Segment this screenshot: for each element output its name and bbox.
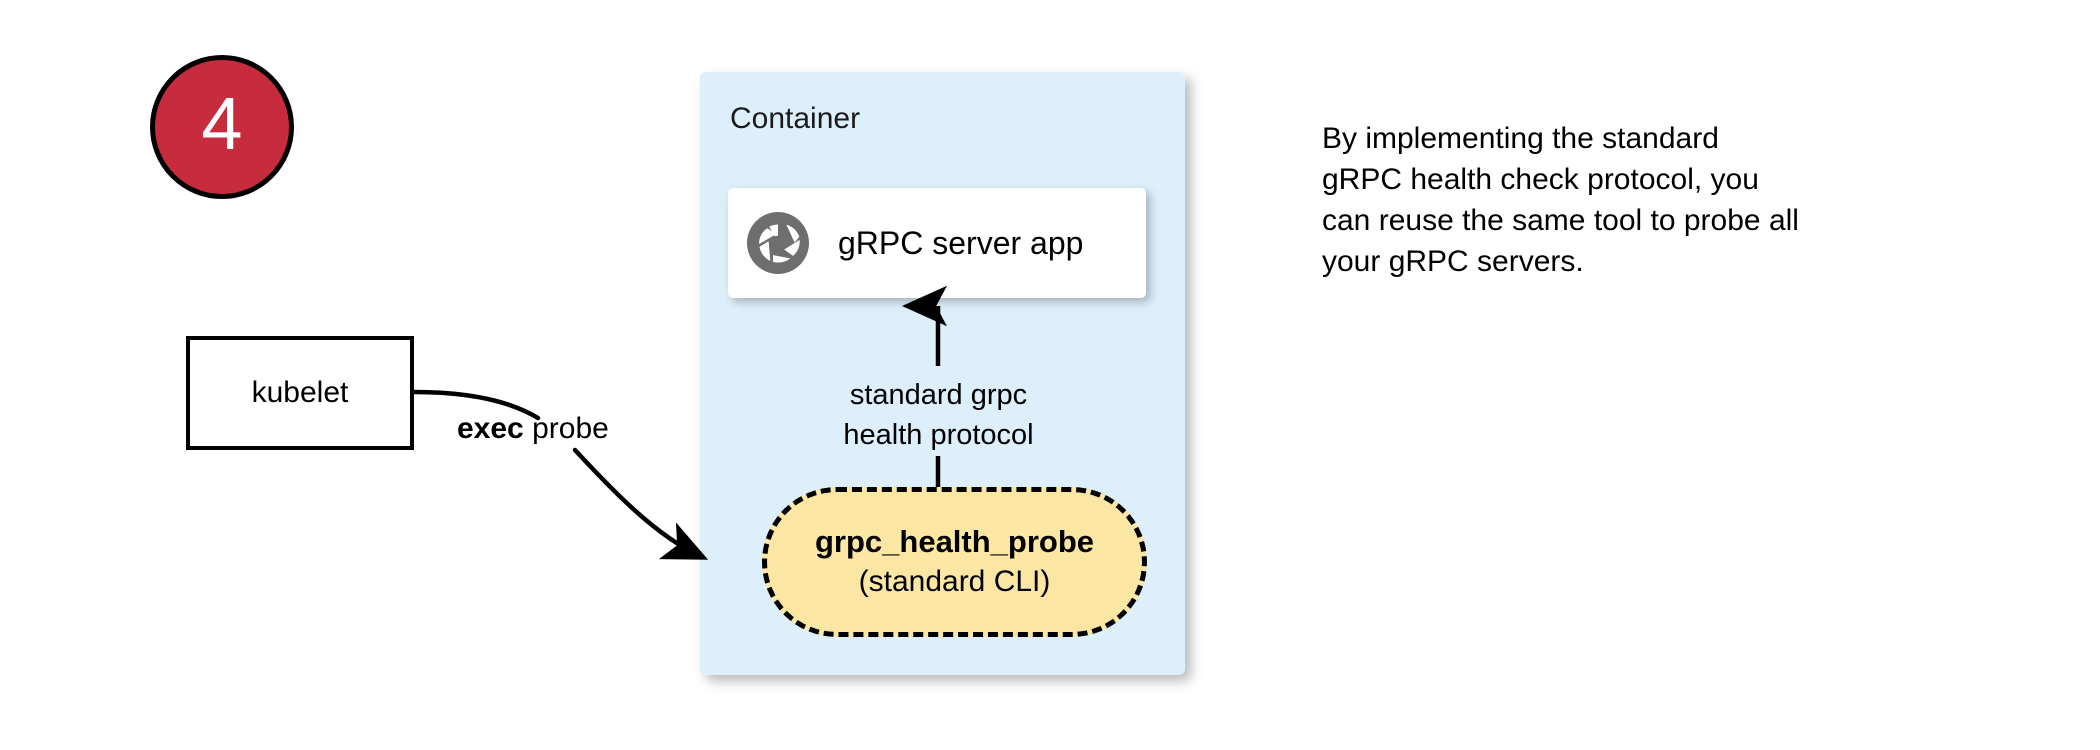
protocol-edge-label-line2: health protocol <box>843 419 1034 451</box>
side-note-text: By implementing the standard gRPC health… <box>1322 118 1902 282</box>
exec-keyword: exec <box>457 412 524 445</box>
side-note-line3: can reuse the same tool to probe all <box>1322 204 1799 237</box>
exec-probe-edge-label: exec probe <box>457 412 609 446</box>
grpc-server-app-label: gRPC server app <box>838 224 1084 261</box>
side-note-line2: gRPC health check protocol, you <box>1322 163 1759 196</box>
side-note-line1: By implementing the standard <box>1322 122 1719 155</box>
grpc-server-app-card: gRPC server app <box>728 188 1146 298</box>
grpc-health-probe-title: grpc_health_probe <box>814 524 1095 559</box>
protocol-edge-label: standard grpc health protocol <box>836 375 1041 455</box>
grpc-health-probe-node: grpc_health_probe (standard CLI) <box>762 487 1147 637</box>
grpc-health-probe-subtitle: (standard CLI) <box>858 565 1051 598</box>
exec-probe-curve-lower <box>572 447 709 560</box>
probe-word: probe <box>523 412 609 445</box>
step-number-badge: 4 <box>150 55 294 199</box>
kubelet-label: kubelet <box>251 376 349 409</box>
container-title: Container <box>730 102 861 135</box>
kubelet-node: kubelet <box>186 336 414 450</box>
step-number-label: 4 <box>201 82 243 165</box>
grpc-aperture-icon <box>746 211 810 275</box>
protocol-edge-label-line1: standard grpc <box>849 379 1028 411</box>
side-note-line4: your gRPC servers. <box>1322 245 1584 278</box>
